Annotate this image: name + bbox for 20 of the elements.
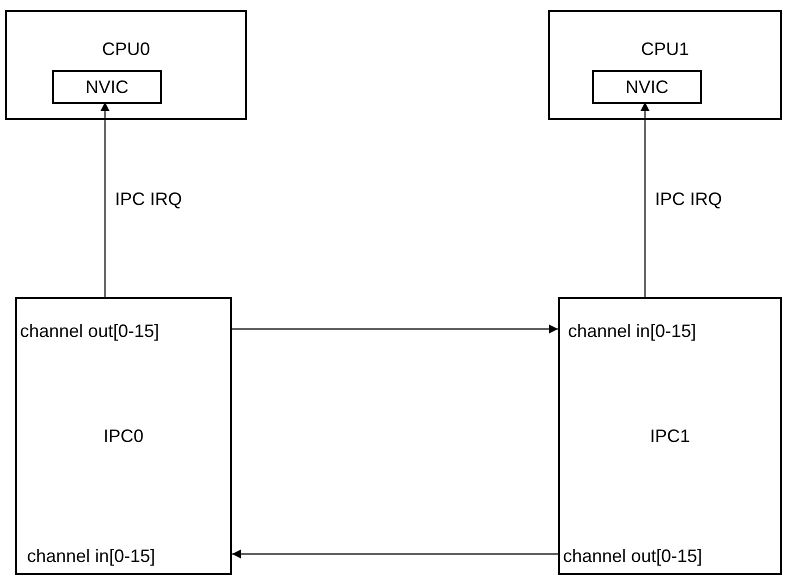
node-label: NVIC — [85, 76, 128, 98]
node-label: IPC1 — [650, 424, 690, 448]
ipc-box — [15, 297, 232, 575]
ipc-box — [558, 297, 782, 575]
channel-label: channel in[0-15] — [27, 544, 156, 568]
cpu-box — [548, 10, 782, 120]
arrow — [640, 102, 650, 297]
arrow — [232, 550, 558, 558]
node-label: IPC0 — [103, 424, 144, 448]
nvic-box — [592, 70, 702, 104]
channel-label: channel out[0-15] — [20, 320, 160, 342]
arrow — [100, 102, 110, 297]
channel-label: channel in[0-15] — [568, 320, 696, 342]
nvic-box — [52, 70, 162, 104]
node-label: CPU0 — [102, 38, 150, 60]
arrow — [232, 324, 558, 334]
channel-label: channel out[0-15] — [563, 544, 702, 568]
cpu-box — [5, 10, 247, 120]
node-label: NVIC — [625, 76, 668, 98]
node-label: CPU1 — [640, 38, 689, 60]
